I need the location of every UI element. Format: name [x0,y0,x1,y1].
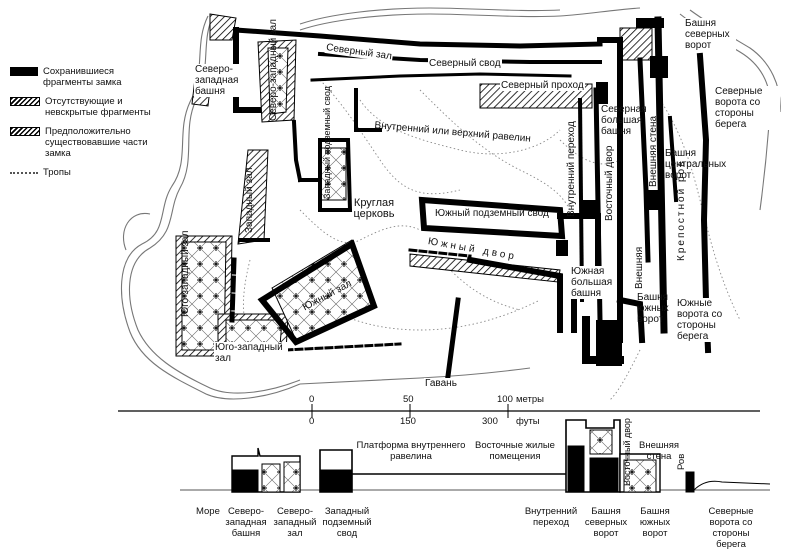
hatched-fragments [175,13,653,357]
scale-meters-0: 0 [309,394,315,405]
dotted-line-swatch [10,172,38,174]
legend-item: Тропы [10,167,180,178]
label-north-passage: Северный проход [500,80,585,91]
legend-text: Предположительно существовавшие части за… [45,126,148,159]
section-bottom-nw-hall: Северо-западный зал [273,506,317,539]
label-east-gate-north: Северные ворота со стороны берега [714,86,780,130]
label-outer-wall: Внешняя стена [648,115,659,187]
cross-section [180,419,771,493]
legend-item: Отсутствующие и невскрытые фрагменты [10,96,180,118]
scale-feet-unit: футы [516,416,540,427]
scale-meters-50: 50 [403,394,414,405]
section-bottom-south-gate-tower: Башня южных ворот [639,506,671,539]
scale-feet-0: 0 [309,416,315,427]
label-south-shore-gate: Южные ворота со стороны берега [676,298,728,342]
section-bottom-north-shore-gate: Северные ворота со стороны берега [708,506,754,550]
label-sw-hall-top: Юго-западный зал [180,230,191,317]
label-north-vault: Северный свод [428,58,502,69]
scale-meters-100: 100 [497,394,513,405]
section-east-yard: Восточный двор [622,418,632,486]
section-bottom-sea: Море [196,506,220,517]
solid-wall-swatch [10,67,38,76]
legend-text: Тропы [43,167,71,178]
section-platform: Платформа внутреннего равелина [356,440,466,462]
solid-walls [229,16,712,379]
legend-text: Сохранившиеся фрагменты замка [43,66,122,88]
label-north-big-tower: Северная большая башня [601,104,647,137]
section-moat: Ров [676,453,687,470]
label-north-gate-tower: Башня северных ворот [684,18,736,51]
section-bottom-inner-passage: Внутренний переход [524,506,578,528]
section-bottom-west-vault: Западный подземный свод [322,506,372,539]
section-east-living: Восточные жилые помещения [475,440,555,462]
label-west-hall: Западный зал [244,167,255,233]
scale-bar [118,404,760,418]
label-nw-hall: Северо-западный зал [268,18,279,121]
label-harbour: Гавань [424,378,458,389]
label-east-yard: Восточный двор [604,145,615,221]
hatched-swatch [10,97,40,106]
label-nw-tower: Северо-западная башня [194,64,240,97]
legend-item: Сохранившиеся фрагменты замка [10,66,180,88]
legend-text: Отсутствующие и невскрытые фрагменты [45,96,151,118]
label-south-vault: Южный подземный свод [435,208,549,219]
scale-feet-300: 300 [482,416,498,427]
label-sw-hall: Юго-западный зал [214,342,288,364]
label-outer-wall-2: Внешняя [634,246,645,289]
hatched-swatch [10,127,40,136]
label-south-big-tower: Южная большая башня [570,266,613,299]
label-round-church: Круглая церковь [353,197,395,220]
label-south-gate-tower: Башня южных ворот [637,292,669,325]
section-bottom-north-gate-tower: Башня северных ворот [584,506,628,539]
label-west-vault: Западный подземный свод [322,86,332,199]
section-bottom-nw-tower: Северо-западная башня [225,506,267,539]
scale-feet-150: 150 [400,416,416,427]
label-inner-passage: Внутренний переход [566,121,577,217]
section-outer-wall: Внешняя стена [638,440,680,462]
map-legend: Сохранившиеся фрагменты замка Отсутствую… [10,66,180,186]
trails [242,79,741,401]
label-moat: Крепостной ров [676,159,687,261]
label-central-gate-tower: Башня центральных ворот [665,148,727,181]
scale-meters-unit: метры [516,394,544,405]
legend-item: Предположительно существовавшие части за… [10,126,180,159]
